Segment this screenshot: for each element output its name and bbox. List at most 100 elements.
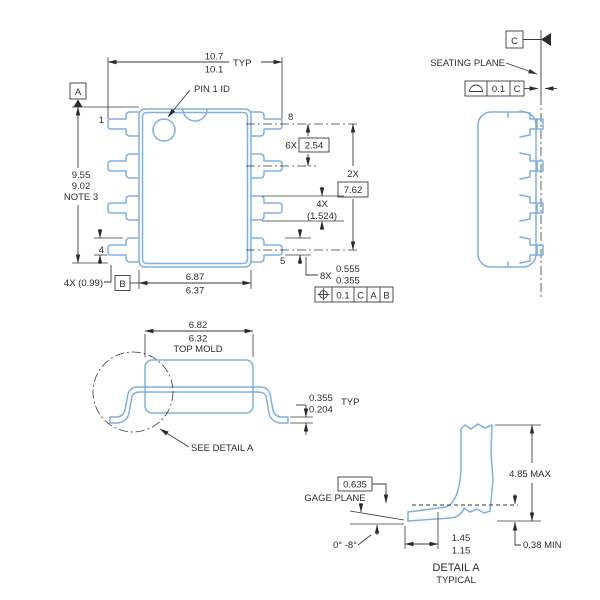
pin1-id-label: PIN 1 ID	[194, 84, 230, 95]
datum-b-label: B	[119, 279, 125, 290]
pin-1	[107, 111, 140, 137]
fcf-datum-2: A	[370, 291, 377, 302]
dim-thickness-typ: TYP	[341, 397, 359, 408]
pin-6	[250, 195, 283, 221]
side-body	[477, 110, 544, 268]
profile-left-lead	[109, 386, 148, 424]
profile-right-lead	[250, 386, 289, 424]
position-fcf: 0.1 C A B	[314, 286, 394, 303]
detail-a-view: 0.635 GAGE PLANE 4.85 MAX 0.38 MIN 1.45	[304, 423, 562, 586]
gage-plane-label: GAGE PLANE	[304, 493, 365, 504]
dim-length-upper: 9.55	[72, 170, 91, 181]
side-lead-5-tip	[536, 244, 544, 256]
span-basic-dim-box	[337, 181, 369, 198]
dim-gap-value: (1.524)	[307, 211, 337, 222]
pin-label-8: 8	[288, 112, 293, 123]
gage-plane-dimension: 0.635 GAGE PLANE	[304, 476, 389, 504]
pin-4	[107, 237, 140, 263]
pin-label-1: 1	[99, 115, 104, 126]
height-dimension: 4.85 MAX	[495, 424, 552, 522]
lead-width-dimension: 8X 0.555 0.355 0.1 C A B	[285, 229, 394, 303]
fcf-datum-3: B	[383, 291, 389, 302]
side-lead-8-tip	[536, 118, 544, 130]
pitch-basic-dim-box	[298, 137, 330, 153]
dim-lead-lower: 0.355	[336, 276, 360, 287]
dim-mold-upper: 6.82	[189, 320, 208, 331]
pin-label-5: 5	[280, 256, 285, 267]
dim-height: 4.85 MAX	[509, 469, 551, 480]
detail-a-circle	[92, 351, 174, 433]
mold-width-dimension: 6.82 6.32 TOP MOLD	[144, 320, 254, 357]
length-dimension: A 9.55 9.02 NOTE 3	[64, 82, 139, 264]
profile-of-surface-icon	[469, 84, 483, 92]
datum-a-label: A	[75, 87, 82, 98]
top-notch	[182, 108, 208, 122]
mold-profile-view: 6.82 6.32 TOP MOLD 0.355 TYP 0.204 SEE D…	[92, 320, 359, 454]
dim-length-note: NOTE 3	[64, 192, 98, 203]
lead-thickness-dimension: 0.355 TYP 0.204	[290, 393, 359, 435]
angle-dimension: 0° -8°	[333, 503, 405, 551]
standoff-dimension: 0.38 MIN	[512, 494, 562, 551]
foot-length-dimension: 1.45 1.15	[404, 512, 471, 557]
side-body-outline	[477, 111, 537, 268]
body-outer-outline	[138, 108, 252, 268]
position-tolerance-icon	[317, 288, 330, 301]
dim-foot-upper: 1.45	[452, 533, 471, 544]
side-lead-8	[519, 110, 538, 138]
dim-body-width-upper: 6.87	[186, 272, 205, 283]
width-dimension: 10.7 TYP 10.1	[107, 52, 283, 119]
side-lead-7-tip	[536, 160, 544, 172]
pin-centerlines	[246, 123, 357, 251]
dim-lead-upper: 0.555	[336, 264, 360, 275]
dim-length-lower: 9.02	[72, 181, 91, 192]
dim-foot-lower: 1.15	[452, 546, 471, 557]
pitch-dimension: 6X 2.54	[285, 123, 330, 167]
dim-pitch-value: 2.54	[305, 141, 324, 152]
dim-mold-lower: 6.32	[189, 334, 208, 345]
dim-width-upper: 10.7	[205, 52, 224, 63]
dim-width-lower: 10.1	[205, 65, 224, 76]
right-pins	[250, 111, 283, 263]
pin-label-4: 4	[99, 245, 104, 256]
detail-a-subtitle: TYPICAL	[436, 575, 476, 586]
side-lead-6	[519, 194, 538, 222]
left-pins	[107, 111, 140, 263]
profile-fcf: 0.1 C	[464, 80, 557, 97]
body-inner-outline	[141, 111, 249, 265]
dim-standoff: 0.38 MIN	[523, 540, 562, 551]
fcf-datum: C	[514, 84, 521, 95]
package-body-outline	[138, 108, 252, 268]
datum-c-triangle-icon	[541, 33, 551, 46]
see-detail-label: SEE DETAIL A	[191, 443, 254, 454]
side-lead-7	[519, 152, 538, 180]
side-lead-6-tip	[536, 202, 544, 214]
fcf-datum-1: C	[357, 291, 364, 302]
top-view: 10.7 TYP 10.1 PIN 1 ID A 9.55 9.02 NOTE …	[64, 52, 394, 303]
body-width-dimension: B 6.87 6.37	[114, 270, 252, 297]
dim-gap-qty: 4X	[316, 199, 328, 210]
see-detail-callout: SEE DETAIL A	[159, 428, 254, 454]
datum-a-triangle-icon	[73, 99, 83, 107]
seating-plane-label: SEATING PLANE	[430, 58, 505, 69]
pin-3	[107, 195, 140, 221]
datum-a-box	[69, 82, 87, 100]
dim-pitch-qty: 6X	[285, 141, 297, 152]
pin-2	[107, 153, 140, 179]
pin-number-labels: 1 4 8 5	[99, 112, 294, 267]
dim-body-width-lower: 6.37	[186, 286, 205, 297]
pin1-id-circle	[152, 118, 176, 142]
left-lead-width-dimension: 4X (0.99)	[64, 229, 123, 289]
datum-c-label: C	[511, 36, 518, 47]
pin1-callout: PIN 1 ID	[167, 84, 230, 118]
span-dimension: 2X 7.62	[337, 123, 369, 251]
fcf-tolerance: 0.1	[336, 291, 349, 302]
detail-lead-shape	[407, 423, 494, 522]
gap-dimension: 4X (1.524)	[262, 187, 344, 230]
fcf-tolerance: 0.1	[492, 84, 505, 95]
dim-thickness-lower: 0.204	[309, 405, 333, 416]
dim-span-qty: 2X	[347, 169, 359, 180]
side-view: C SEATING PLANE 0.1 C	[430, 30, 557, 298]
dim-width-typ: TYP	[233, 58, 251, 69]
